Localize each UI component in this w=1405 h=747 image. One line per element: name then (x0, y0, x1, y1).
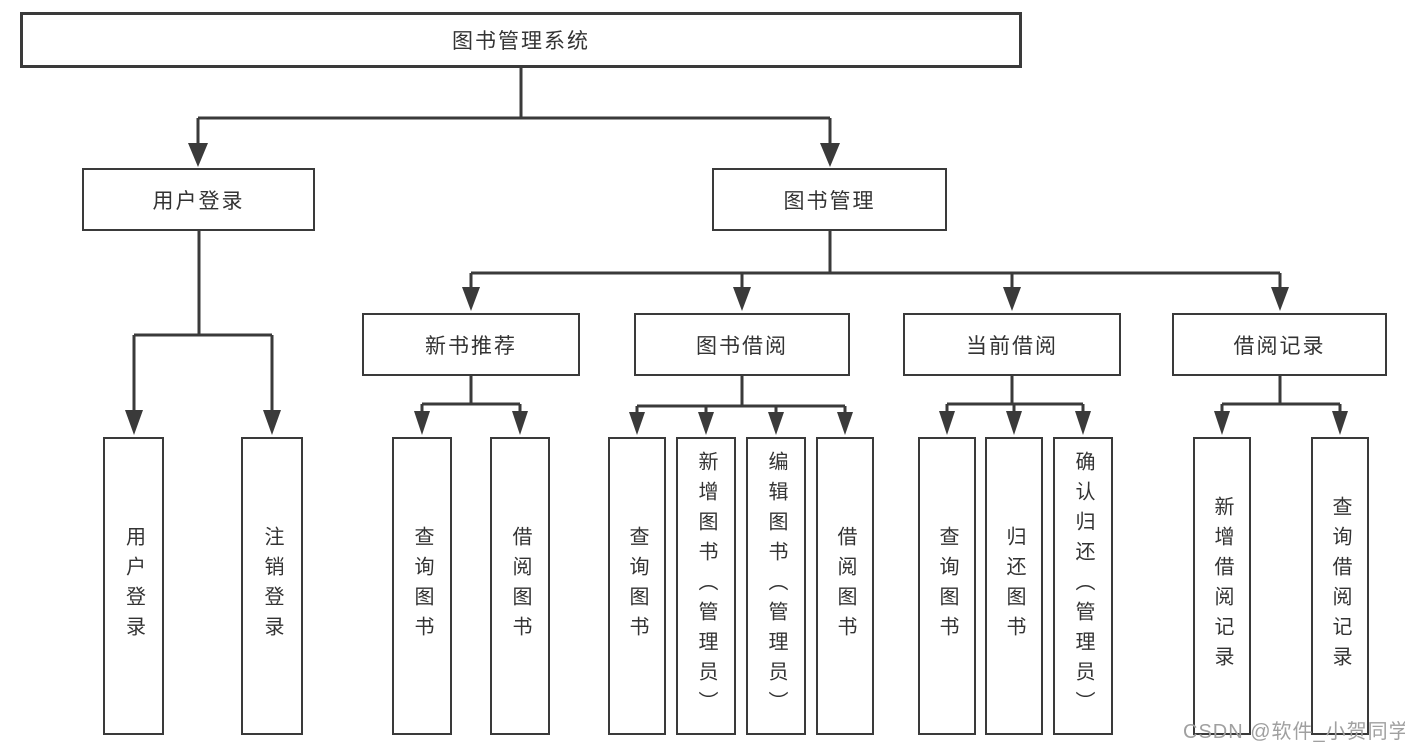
leaf-user-login-label: 用户登录 (122, 526, 145, 646)
arrowhead (820, 143, 840, 167)
leaf-borrow-books-label: 借阅图书 (834, 526, 856, 646)
leaf-recommend-borrow-books: 借阅图书 (490, 437, 550, 735)
arrowhead (1332, 411, 1348, 435)
leaf-user-login: 用户登录 (103, 437, 164, 735)
leaf-borrow-query-books: 查询图书 (608, 437, 666, 735)
leaf-return-books: 归还图书 (985, 437, 1043, 735)
leaf-current-query-books: 查询图书 (918, 437, 976, 735)
arrowhead (462, 287, 480, 311)
arrowhead (698, 412, 714, 435)
arrowhead (188, 143, 208, 167)
leaf-logout-label: 注销登录 (261, 526, 283, 646)
node-book-borrow-label: 图书借阅 (696, 334, 788, 358)
csdn-watermark: CSDN @软件_小贺同学 (1183, 721, 1405, 743)
leaf-confirm-return-admin: 确认归还（管理员） (1053, 437, 1113, 735)
arrowhead (939, 411, 955, 435)
arrowhead (512, 411, 528, 435)
node-borrow-records: 借阅记录 (1172, 313, 1387, 376)
node-current-borrow-label: 当前借阅 (966, 334, 1058, 358)
wire-borrow-branch (629, 376, 853, 435)
leaf-query-borrow-record: 查询借阅记录 (1311, 437, 1369, 735)
leaf-return-books-label: 归还图书 (1003, 526, 1025, 646)
leaf-add-books-admin: 新增图书（管理员） (676, 437, 736, 735)
arrowhead (1271, 287, 1289, 311)
node-user-login-label: 用户登录 (152, 189, 245, 213)
node-library-system: 图书管理系统 (20, 12, 1022, 68)
arrowhead (414, 411, 430, 435)
arrowhead (125, 410, 143, 435)
leaf-recommend-borrow-books-label: 借阅图书 (509, 526, 531, 646)
leaf-add-books-admin-label: 新增图书（管理员） (695, 451, 717, 721)
leaf-edit-books-admin-label: 编辑图书（管理员） (765, 451, 787, 721)
node-library-system-label: 图书管理系统 (452, 30, 590, 53)
leaf-query-borrow-record-label: 查询借阅记录 (1329, 496, 1351, 676)
wire-login-branch (125, 231, 281, 435)
arrowhead (263, 410, 281, 435)
node-book-management: 图书管理 (712, 168, 947, 231)
arrowhead (768, 412, 784, 435)
node-new-book-recommend: 新书推荐 (362, 313, 580, 376)
node-borrow-records-label: 借阅记录 (1233, 334, 1326, 358)
wire-root-to-level2 (188, 66, 840, 167)
leaf-borrow-query-books-label: 查询图书 (626, 526, 648, 646)
leaf-current-query-books-label: 查询图书 (936, 526, 958, 646)
arrowhead (1214, 411, 1230, 435)
leaf-logout: 注销登录 (241, 437, 303, 735)
wire-management-to-sections (462, 231, 1289, 311)
wire-recommend-branch (414, 376, 528, 435)
node-user-login: 用户登录 (82, 168, 315, 231)
leaf-confirm-return-admin-label: 确认归还（管理员） (1072, 451, 1094, 721)
arrowhead (629, 412, 645, 435)
arrowhead (1006, 411, 1022, 435)
arrowhead (733, 287, 751, 311)
leaf-add-borrow-record-label: 新增借阅记录 (1211, 496, 1233, 676)
wire-records-branch (1214, 376, 1348, 435)
leaf-borrow-books: 借阅图书 (816, 437, 874, 735)
wire-current-branch (939, 376, 1091, 435)
leaf-add-borrow-record: 新增借阅记录 (1193, 437, 1251, 735)
node-current-borrow: 当前借阅 (903, 313, 1121, 376)
arrowhead (1003, 287, 1021, 311)
arrowhead (837, 412, 853, 435)
node-book-management-label: 图书管理 (783, 189, 876, 213)
leaf-edit-books-admin: 编辑图书（管理员） (746, 437, 806, 735)
leaf-recommend-query-books: 查询图书 (392, 437, 452, 735)
leaf-recommend-query-books-label: 查询图书 (411, 526, 433, 646)
node-book-borrow: 图书借阅 (634, 313, 850, 376)
arrowhead (1075, 411, 1091, 435)
node-new-book-recommend-label: 新书推荐 (425, 334, 517, 358)
